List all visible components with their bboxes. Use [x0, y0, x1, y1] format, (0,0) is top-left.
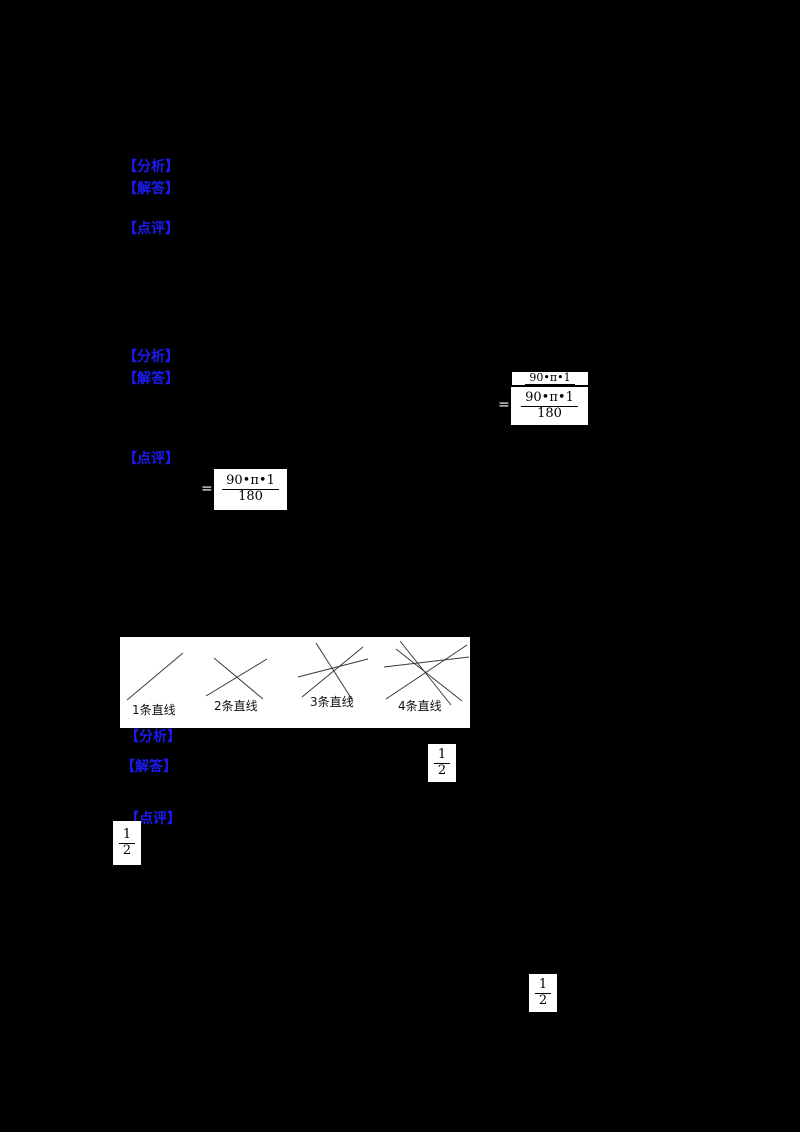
lines-diagram: 1条直线 2条直线 3条直线 4条直线: [126, 640, 470, 717]
fraction-numerator: 1: [437, 746, 447, 762]
fraction-numerator: 1: [122, 826, 132, 842]
fraction-denominator: 2: [118, 842, 136, 859]
fraction-numerator: 90•π•1: [525, 389, 574, 405]
figure-one-line: 1条直线: [126, 652, 184, 717]
equals-sign: =: [201, 481, 213, 497]
fraction: 1 2: [118, 826, 136, 859]
fraction-numerator: 1: [538, 976, 548, 992]
figure-label: 1条直线: [132, 703, 176, 717]
fraction: 90•π•1 180: [521, 389, 578, 422]
label-analysis-3: 【分析】: [125, 729, 181, 745]
label-analysis-2: 【分析】: [123, 349, 179, 365]
label-answer-2: 【解答】: [123, 371, 179, 387]
formula-arc-fraction-1: 90•π•1 180: [511, 387, 588, 425]
diagram-panel: 1条直线 2条直线 3条直线 4条直线: [120, 637, 470, 728]
label-answer-3: 【解答】: [121, 759, 177, 775]
fraction: 90•π•1 180: [222, 473, 279, 505]
label-answer-1: 【解答】: [123, 181, 179, 197]
figure-four-lines: 4条直线: [383, 640, 470, 713]
fraction: 1 2: [433, 746, 451, 779]
fraction-denominator: 180: [521, 405, 578, 422]
fraction-numerator: 90•π•1: [529, 372, 571, 384]
label-comment-1: 【点评】: [123, 221, 179, 237]
formula-half-fraction-3: 1 2: [529, 974, 557, 1012]
fraction: 90•π•1 180: [525, 372, 575, 385]
formula-arc-clipped: 90•π•1 180: [512, 372, 588, 385]
fraction-denominator: 180: [222, 489, 279, 505]
fraction-denominator: 2: [534, 992, 552, 1009]
equals-sign: =: [498, 397, 510, 413]
figure-label: 2条直线: [214, 699, 258, 713]
label-analysis-1: 【分析】: [123, 159, 179, 175]
fraction-denominator: 180: [525, 384, 575, 385]
label-comment-2: 【点评】: [123, 451, 179, 467]
fraction-numerator: 90•π•1: [226, 473, 275, 489]
figure-three-lines: 3条直线: [297, 642, 369, 709]
formula-half-fraction-1: 1 2: [428, 744, 456, 782]
fraction: 1 2: [534, 976, 552, 1009]
figure-label: 3条直线: [310, 695, 354, 709]
figure-two-lines: 2条直线: [205, 657, 268, 713]
formula-half-fraction-2: 1 2: [113, 821, 141, 865]
fraction-denominator: 2: [433, 762, 451, 779]
formula-arc-fraction-2: 90•π•1 180: [214, 469, 287, 510]
figure-label: 4条直线: [398, 699, 442, 713]
